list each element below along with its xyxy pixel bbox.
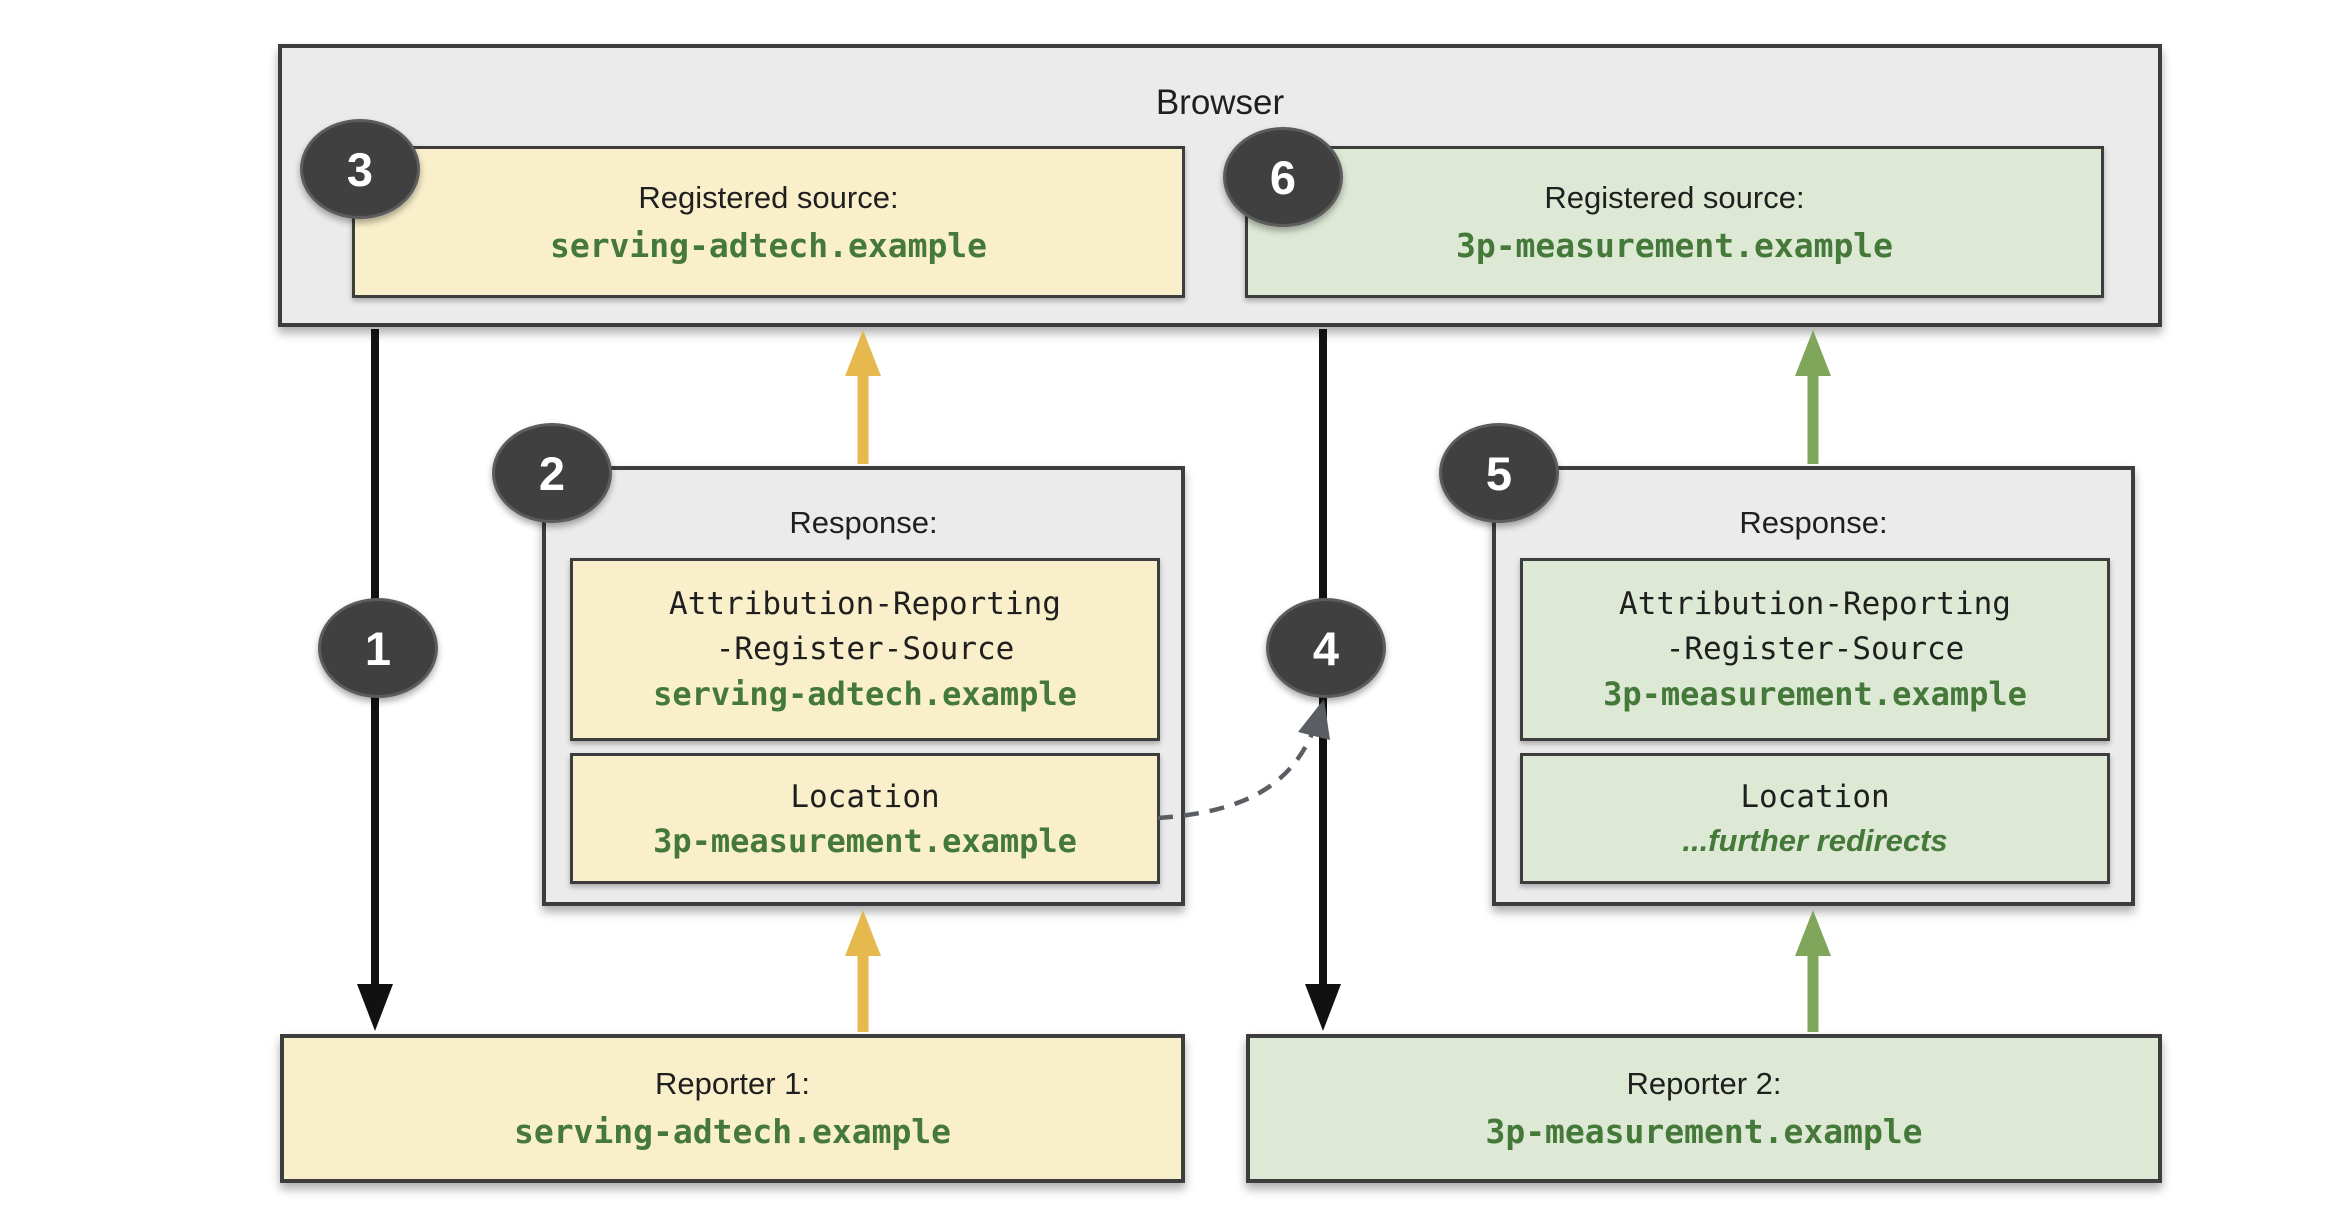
location-label: Location	[790, 778, 940, 815]
registered-source-label: Registered source:	[1544, 179, 1805, 215]
response-title: Response:	[789, 505, 938, 540]
reporter-box-1: Reporter 1: serving-adtech.example	[280, 1034, 1185, 1183]
yellow-arrow-reporter1-to-response1	[845, 910, 881, 1032]
registered-source-label: Registered source:	[638, 179, 899, 215]
green-arrow-reporter2-to-response2	[1795, 910, 1831, 1032]
header-name-line: Attribution-Reporting	[669, 586, 1061, 622]
step-badge-2: 2	[492, 423, 612, 523]
step-badge-3: 3	[300, 119, 420, 219]
header-name-line: -Register-Source	[1665, 631, 1965, 667]
response-box-2: Response: Attribution-Reporting -Registe…	[1492, 466, 2135, 906]
header-value: serving-adtech.example	[653, 675, 1077, 713]
browser-box: Browser Registered source: serving-adtec…	[278, 44, 2162, 327]
location-value-further-redirects: ...further redirects	[1682, 822, 1948, 858]
yellow-arrow-response1-to-browser	[845, 330, 881, 464]
registered-source-box-3p-measurement: Registered source: 3p-measurement.exampl…	[1245, 146, 2104, 298]
registered-source-domain: 3p-measurement.example	[1455, 225, 1894, 265]
step-badge-4: 4	[1266, 598, 1386, 698]
register-source-header-box-1: Attribution-Reporting -Register-Source s…	[570, 558, 1160, 741]
green-arrow-response2-to-browser	[1795, 330, 1831, 464]
step-badge-6: 6	[1223, 127, 1343, 227]
registered-source-domain: serving-adtech.example	[549, 225, 988, 265]
register-source-header-box-2: Attribution-Reporting -Register-Source 3…	[1520, 558, 2110, 741]
step-badge-5: 5	[1439, 423, 1559, 523]
header-name-line: Attribution-Reporting	[1619, 586, 2011, 622]
response-title: Response:	[1739, 505, 1888, 540]
reporter-box-2: Reporter 2: 3p-measurement.example	[1246, 1034, 2162, 1183]
header-name-line: -Register-Source	[715, 631, 1015, 667]
header-value: 3p-measurement.example	[1603, 675, 2027, 713]
reporter-label: Reporter 2:	[1626, 1066, 1782, 1101]
response-box-1: Response: Attribution-Reporting -Registe…	[542, 466, 1185, 906]
location-value: 3p-measurement.example	[653, 821, 1077, 860]
step-badge-1: 1	[318, 598, 438, 698]
browser-title: Browser	[1155, 83, 1285, 122]
location-label: Location	[1740, 778, 1890, 815]
reporter-domain: serving-adtech.example	[513, 1112, 952, 1151]
registered-source-box-serving-adtech: Registered source: serving-adtech.exampl…	[352, 146, 1185, 298]
location-header-box-1: Location 3p-measurement.example	[570, 753, 1160, 884]
reporter-domain: 3p-measurement.example	[1485, 1112, 1923, 1151]
location-header-box-2: Location ...further redirects	[1520, 753, 2110, 884]
reporter-label: Reporter 1:	[654, 1066, 811, 1101]
